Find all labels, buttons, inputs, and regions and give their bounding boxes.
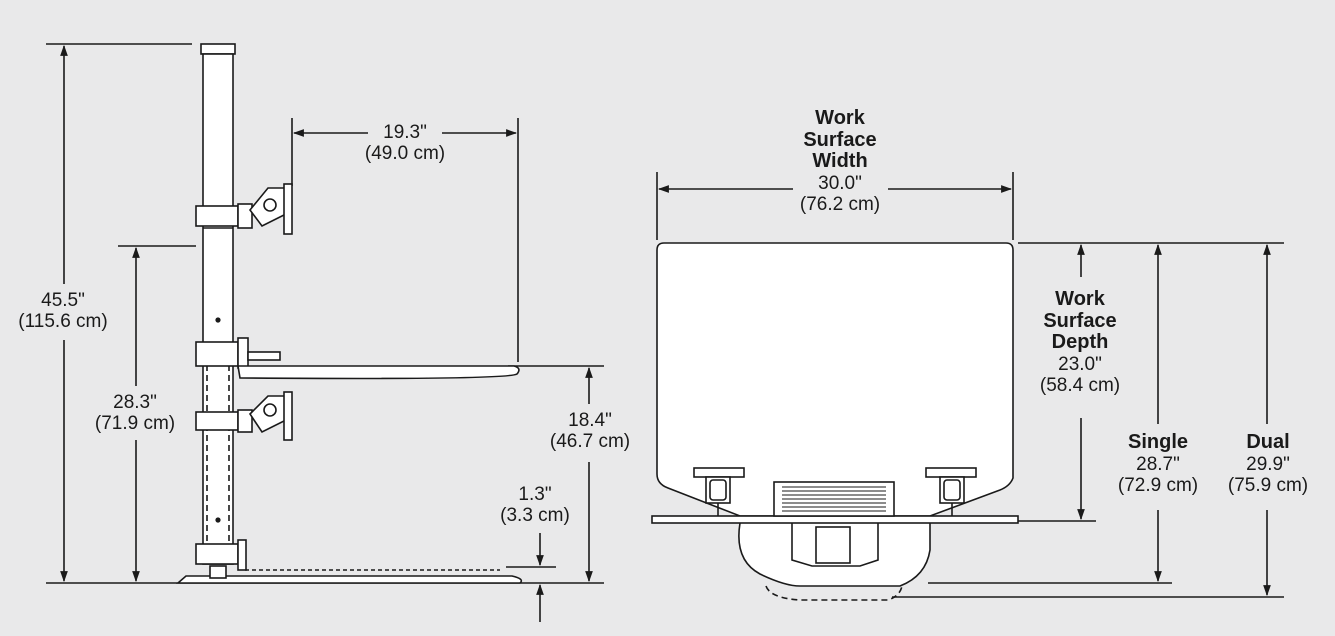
overall-height-label: 45.5" (115.6 cm) (8, 290, 118, 333)
shelf-height-label: 28.3" (71.9 cm) (80, 392, 190, 435)
single-title: Single (1127, 431, 1188, 453)
support-pole (200, 43, 236, 565)
single-imperial: 28.7" (1136, 453, 1180, 475)
base-plate (175, 565, 523, 584)
depth-imperial: 23.0" (1058, 353, 1102, 375)
top-view (651, 172, 1284, 601)
shelf-height-metric: (71.9 cm) (94, 413, 176, 435)
single-label: Single 28.7" (72.9 cm) (1102, 431, 1214, 496)
dual-metric: (75.9 cm) (1227, 474, 1309, 496)
dual-imperial: 29.9" (1246, 453, 1290, 475)
depth-title-line-3: Depth (1051, 331, 1109, 354)
arm-reach-metric: (49.0 cm) (364, 143, 446, 165)
side-view (46, 43, 604, 622)
arm-reach-imperial: 19.3" (383, 122, 427, 143)
upper-monitor-mount (195, 183, 293, 235)
overall-height-metric: (115.6 cm) (18, 311, 108, 333)
arm-reach-label: 19.3" (49.0 cm) (345, 122, 465, 165)
tray-height-imperial: 1.3" (518, 484, 552, 505)
shelf-height-imperial: 28.3" (113, 392, 157, 413)
depth-metric: (58.4 cm) (1039, 375, 1121, 397)
dual-title: Dual (1246, 431, 1290, 453)
depth-label: Work Surface Depth 23.0" (58.4 cm) (1020, 288, 1140, 397)
center-pole-cap (773, 481, 895, 517)
base-clamp (195, 539, 247, 571)
right-arm-mount (925, 467, 977, 516)
lower-monitor-mount (195, 391, 293, 441)
left-arm-mount (693, 467, 745, 516)
width-metric: (76.2 cm) (799, 194, 881, 216)
tray-height-metric: (3.3 cm) (500, 505, 570, 527)
width-label: Work Surface Width 30.0" (76.2 cm) (775, 107, 905, 216)
tray-height-label: 1.3" (3.3 cm) (480, 484, 590, 527)
dual-label: Dual 29.9" (75.9 cm) (1212, 431, 1324, 496)
width-title-line-3: Width (812, 150, 868, 173)
single-metric: (72.9 cm) (1117, 474, 1199, 496)
width-title-line-1: Work (815, 107, 865, 129)
keyboard-tray (738, 522, 931, 601)
width-imperial: 30.0" (818, 172, 862, 194)
overall-height-imperial: 45.5" (41, 290, 85, 311)
work-surface-mount (195, 337, 520, 380)
surface-drop-imperial: 18.4" (568, 410, 612, 431)
depth-title-line-1: Work (1055, 288, 1105, 310)
surface-drop-metric: (46.7 cm) (549, 431, 631, 453)
surface-drop-label: 18.4" (46.7 cm) (535, 410, 645, 453)
depth-title-line-2: Surface (1043, 309, 1117, 332)
width-title-line-2: Surface (803, 128, 877, 151)
